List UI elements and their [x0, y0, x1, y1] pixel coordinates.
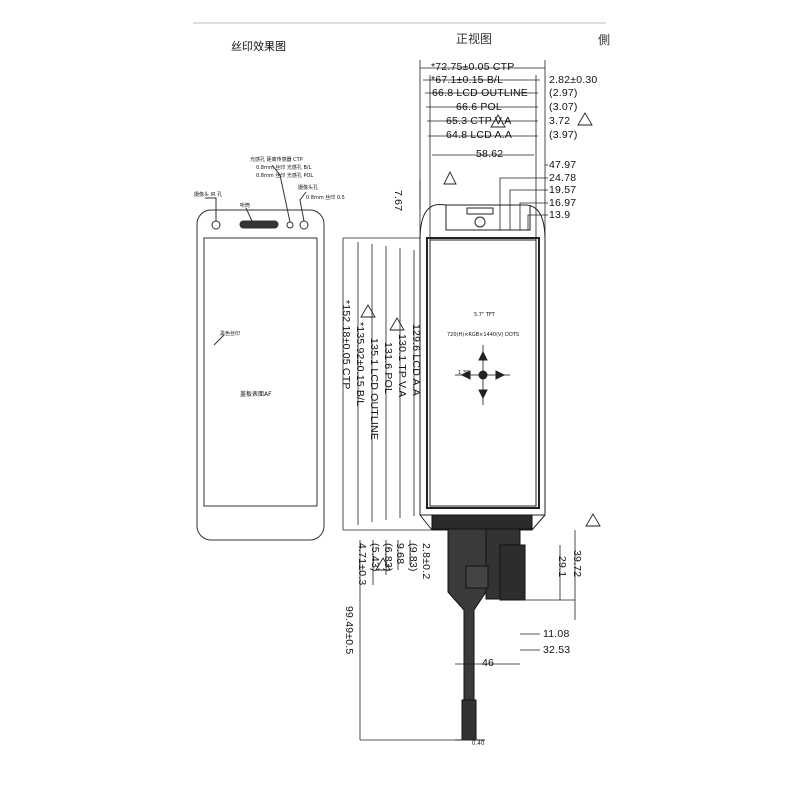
- fpc-tail: [447, 528, 487, 701]
- fpc-dimension-lines: [455, 530, 576, 665]
- callout-light-bl: 0.8mm 丝印 光感孔 B/L: [256, 165, 312, 171]
- panel-top-notch: [445, 205, 531, 231]
- front-camera-circle: [474, 216, 486, 228]
- dim-bottom-6: 99.49±0.5: [343, 606, 355, 655]
- dim-top-1: *67.1±0.15 B/L: [431, 74, 504, 86]
- silkscreen-phone: [196, 164, 325, 541]
- dim-bottom-3: (6.83): [382, 543, 394, 572]
- callout-ir-hole: 摄像头 IR 孔: [194, 192, 223, 198]
- dim-vertical-5: 129.6 LCD A.A: [410, 324, 422, 397]
- dim-right-9: 13.9: [549, 209, 571, 221]
- dim-vertical-3: 131.6 POL: [382, 342, 394, 395]
- arrow-down: [478, 389, 488, 400]
- callout-light-pol: 0.8mm 丝印 光感孔 POL: [256, 173, 314, 179]
- dim-right-2: (3.07): [549, 101, 578, 113]
- dim-fpc-3: 32.53: [543, 644, 571, 656]
- arrow-left: [460, 370, 471, 380]
- speaker-slot: [239, 220, 279, 229]
- camera-hole: [299, 220, 309, 230]
- warning-triangle-ctp-va: [490, 114, 506, 128]
- dim-fpc-4: 46: [482, 657, 495, 669]
- panel-active-area: [426, 237, 540, 509]
- dim-vertical-1: *135.92±0.15 B/L: [354, 322, 366, 407]
- dim-bottom-2: 9.68: [394, 543, 406, 565]
- body-label-black-silk: 黑色丝印: [220, 331, 241, 337]
- dim-bottom-1: (9.83): [407, 543, 419, 572]
- front-speaker-rect: [466, 207, 494, 215]
- panel-inner-area: [429, 239, 537, 507]
- warning-triangle-left-1: [360, 304, 376, 318]
- warning-triangle-bottom-left: [375, 557, 391, 571]
- phone-outline: [196, 209, 325, 541]
- left-dimension-lines: [342, 180, 460, 741]
- phone-display-area: [203, 237, 318, 507]
- warning-triangle-fpc: [585, 513, 601, 527]
- callout-leader-body: [213, 334, 225, 346]
- dim-top-0: *72.75±0.05 CTP: [431, 61, 515, 73]
- dim-fpc-5: 0.40: [472, 741, 485, 747]
- top-dimension-lines: [419, 60, 548, 240]
- dim-right-6: 24.78: [549, 172, 577, 184]
- dim-right-4: (3.97): [549, 129, 578, 141]
- dim-top-6: 58.62: [476, 148, 504, 160]
- fpc: [431, 514, 533, 741]
- light-sensor-hole: [286, 221, 294, 229]
- fpc-component-block: [499, 544, 526, 601]
- dim-right-5: 47.97: [549, 159, 577, 171]
- dim-left-small: 7.67: [392, 190, 404, 212]
- dim-right-0: 2.82±0.30: [549, 74, 598, 86]
- panel-label-text: 1.3S: [458, 370, 470, 376]
- side-view-title-fragment: 側: [598, 33, 611, 47]
- dim-fpc-1: 29.1: [556, 556, 568, 578]
- dim-leader-19.57: [509, 189, 548, 230]
- silkscreen-title: 丝印效果图: [231, 40, 286, 53]
- dim-bottom-5: 4.71±0.3: [356, 543, 368, 586]
- dim-leader-24.78: [499, 177, 548, 230]
- camera-ir-hole: [211, 220, 221, 230]
- arrow-up: [478, 350, 488, 361]
- callout-speaker: 听筒: [240, 203, 251, 209]
- dim-vertical-2: 135.1 LCD OUTLINE: [368, 338, 380, 441]
- dim-right-7: 19.57: [549, 184, 577, 196]
- dim-right-1: (2.97): [549, 87, 578, 99]
- center-mark: [478, 370, 488, 380]
- panel-size-text: 5.7" TFT: [474, 312, 495, 318]
- front-view-title: 正视图: [456, 32, 493, 46]
- dim-bottom-4: (5.43): [369, 543, 381, 572]
- dim-fpc-2: 11.08: [543, 628, 570, 640]
- dim-bottom-0: 2.8±0.2: [420, 543, 432, 580]
- front-view: [419, 203, 546, 531]
- callout-camera-silk: 0.8mm 丝印 0.5: [306, 195, 345, 201]
- dim-fpc-0: 39.72: [571, 550, 583, 578]
- warning-triangle-top-left: [443, 170, 457, 185]
- body-label-af: 盖板表面AF: [240, 391, 272, 398]
- warning-triangle-left-2: [389, 317, 405, 331]
- callout-leader-ir: [205, 197, 217, 221]
- dim-right-3: 3.72: [549, 115, 571, 127]
- dim-top-3: 66.6 POL: [456, 101, 502, 113]
- dim-leader-16.97: [519, 202, 548, 230]
- dim-vertical-0: *152.18±0.05 CTP: [340, 300, 352, 390]
- dim-leader-13.9: [527, 214, 548, 230]
- callout-leader-light: [271, 164, 291, 223]
- dim-top-4: 65.3 CTP V.A: [446, 115, 512, 127]
- callout-light-sensor: 光感孔 距离传感器 CTP: [250, 157, 303, 163]
- dim-top-5: 64.8 LCD A.A: [446, 129, 513, 141]
- fpc-bond-area: [431, 514, 533, 530]
- fpc-end: [461, 699, 477, 741]
- fpc-connector: [465, 565, 489, 589]
- dim-right-8: 16.97: [549, 197, 577, 209]
- warning-triangles: [360, 112, 601, 571]
- callout-camera-hole: 摄像头孔: [298, 185, 319, 191]
- panel-resolution-text: 720(H)×RGB×1440(V) DOTS: [447, 332, 520, 338]
- callout-leader-speaker: [245, 207, 253, 222]
- dim-vertical-4: 130.1 TP V.A: [396, 334, 408, 398]
- arrow-right: [495, 370, 506, 380]
- warning-triangle-3.72: [577, 112, 593, 126]
- callout-leader-camera: [299, 191, 307, 222]
- dim-top-2: 66.8 LCD OUTLINE: [432, 87, 528, 99]
